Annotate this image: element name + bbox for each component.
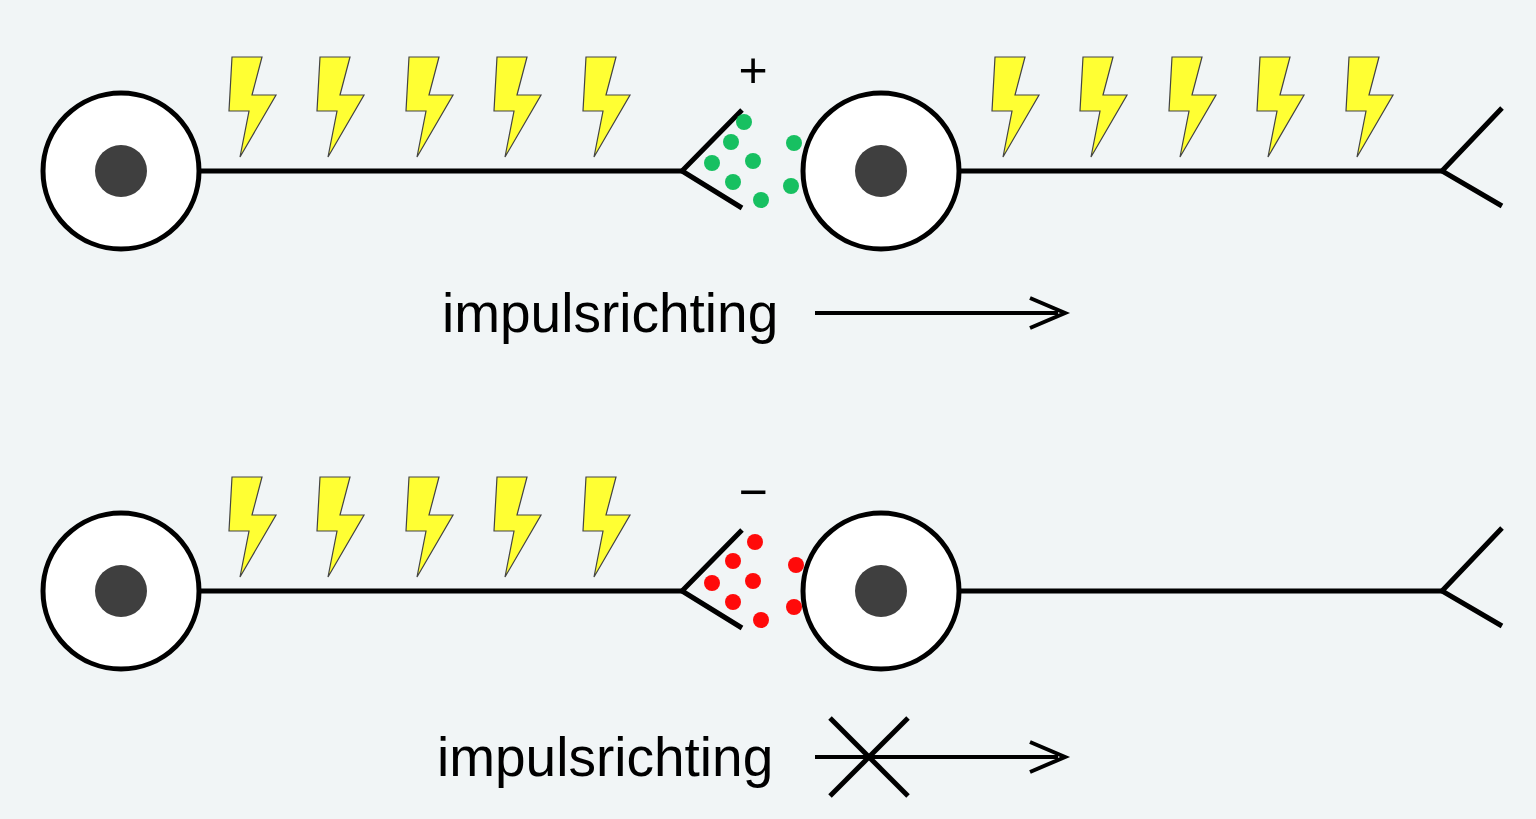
- sign-label: +: [739, 45, 768, 95]
- sign-label: −: [739, 467, 768, 517]
- direction-label: impulsrichting: [437, 730, 773, 785]
- direction-label: impulsrichting: [442, 286, 778, 341]
- neuron-row-bottom: [43, 477, 1502, 796]
